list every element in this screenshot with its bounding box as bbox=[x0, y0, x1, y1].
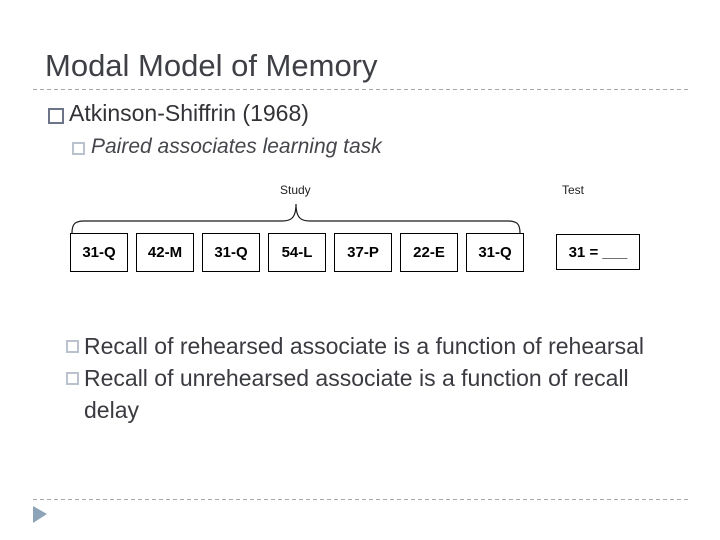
study-item-box: 42-M bbox=[136, 233, 194, 272]
note-item-rehearsed: Recall of rehearsed associate is a funct… bbox=[66, 330, 644, 362]
bullet-text: Atkinson-Shiffrin (1968) bbox=[69, 100, 309, 126]
square-bullet-icon bbox=[66, 340, 79, 353]
test-label: Test bbox=[562, 183, 585, 197]
page-title: Modal Model of Memory bbox=[45, 48, 378, 83]
note-text: Recall of rehearsed associate is a funct… bbox=[84, 333, 644, 359]
study-item-box: 37-P bbox=[334, 233, 392, 272]
bullet-item-paired-associates: Paired associates learning task bbox=[72, 133, 382, 161]
bullet-text: Paired associates learning task bbox=[91, 135, 382, 158]
study-item-box: 22-E bbox=[400, 233, 458, 272]
square-bullet-icon bbox=[48, 108, 64, 124]
study-item-box: 31-Q bbox=[466, 233, 524, 272]
square-bullet-icon bbox=[66, 372, 79, 385]
title-divider bbox=[33, 89, 689, 91]
study-item-box: 31-Q bbox=[202, 233, 260, 272]
note-item-unrehearsed: Recall of unrehearsed associate is a fun… bbox=[66, 362, 669, 426]
brace-icon bbox=[71, 203, 521, 234]
study-item-box: 31-Q bbox=[70, 233, 128, 272]
bullet-item-atkinson: Atkinson-Shiffrin (1968) bbox=[48, 98, 309, 128]
study-label: Study bbox=[280, 183, 311, 197]
study-item-box: 54-L bbox=[268, 233, 326, 272]
square-bullet-icon bbox=[72, 142, 85, 155]
footer-arrow-icon bbox=[33, 506, 47, 523]
note-text: Recall of unrehearsed associate is a fun… bbox=[84, 365, 629, 423]
footer-divider bbox=[33, 499, 689, 501]
test-item-box: 31 = ___ bbox=[556, 234, 640, 270]
